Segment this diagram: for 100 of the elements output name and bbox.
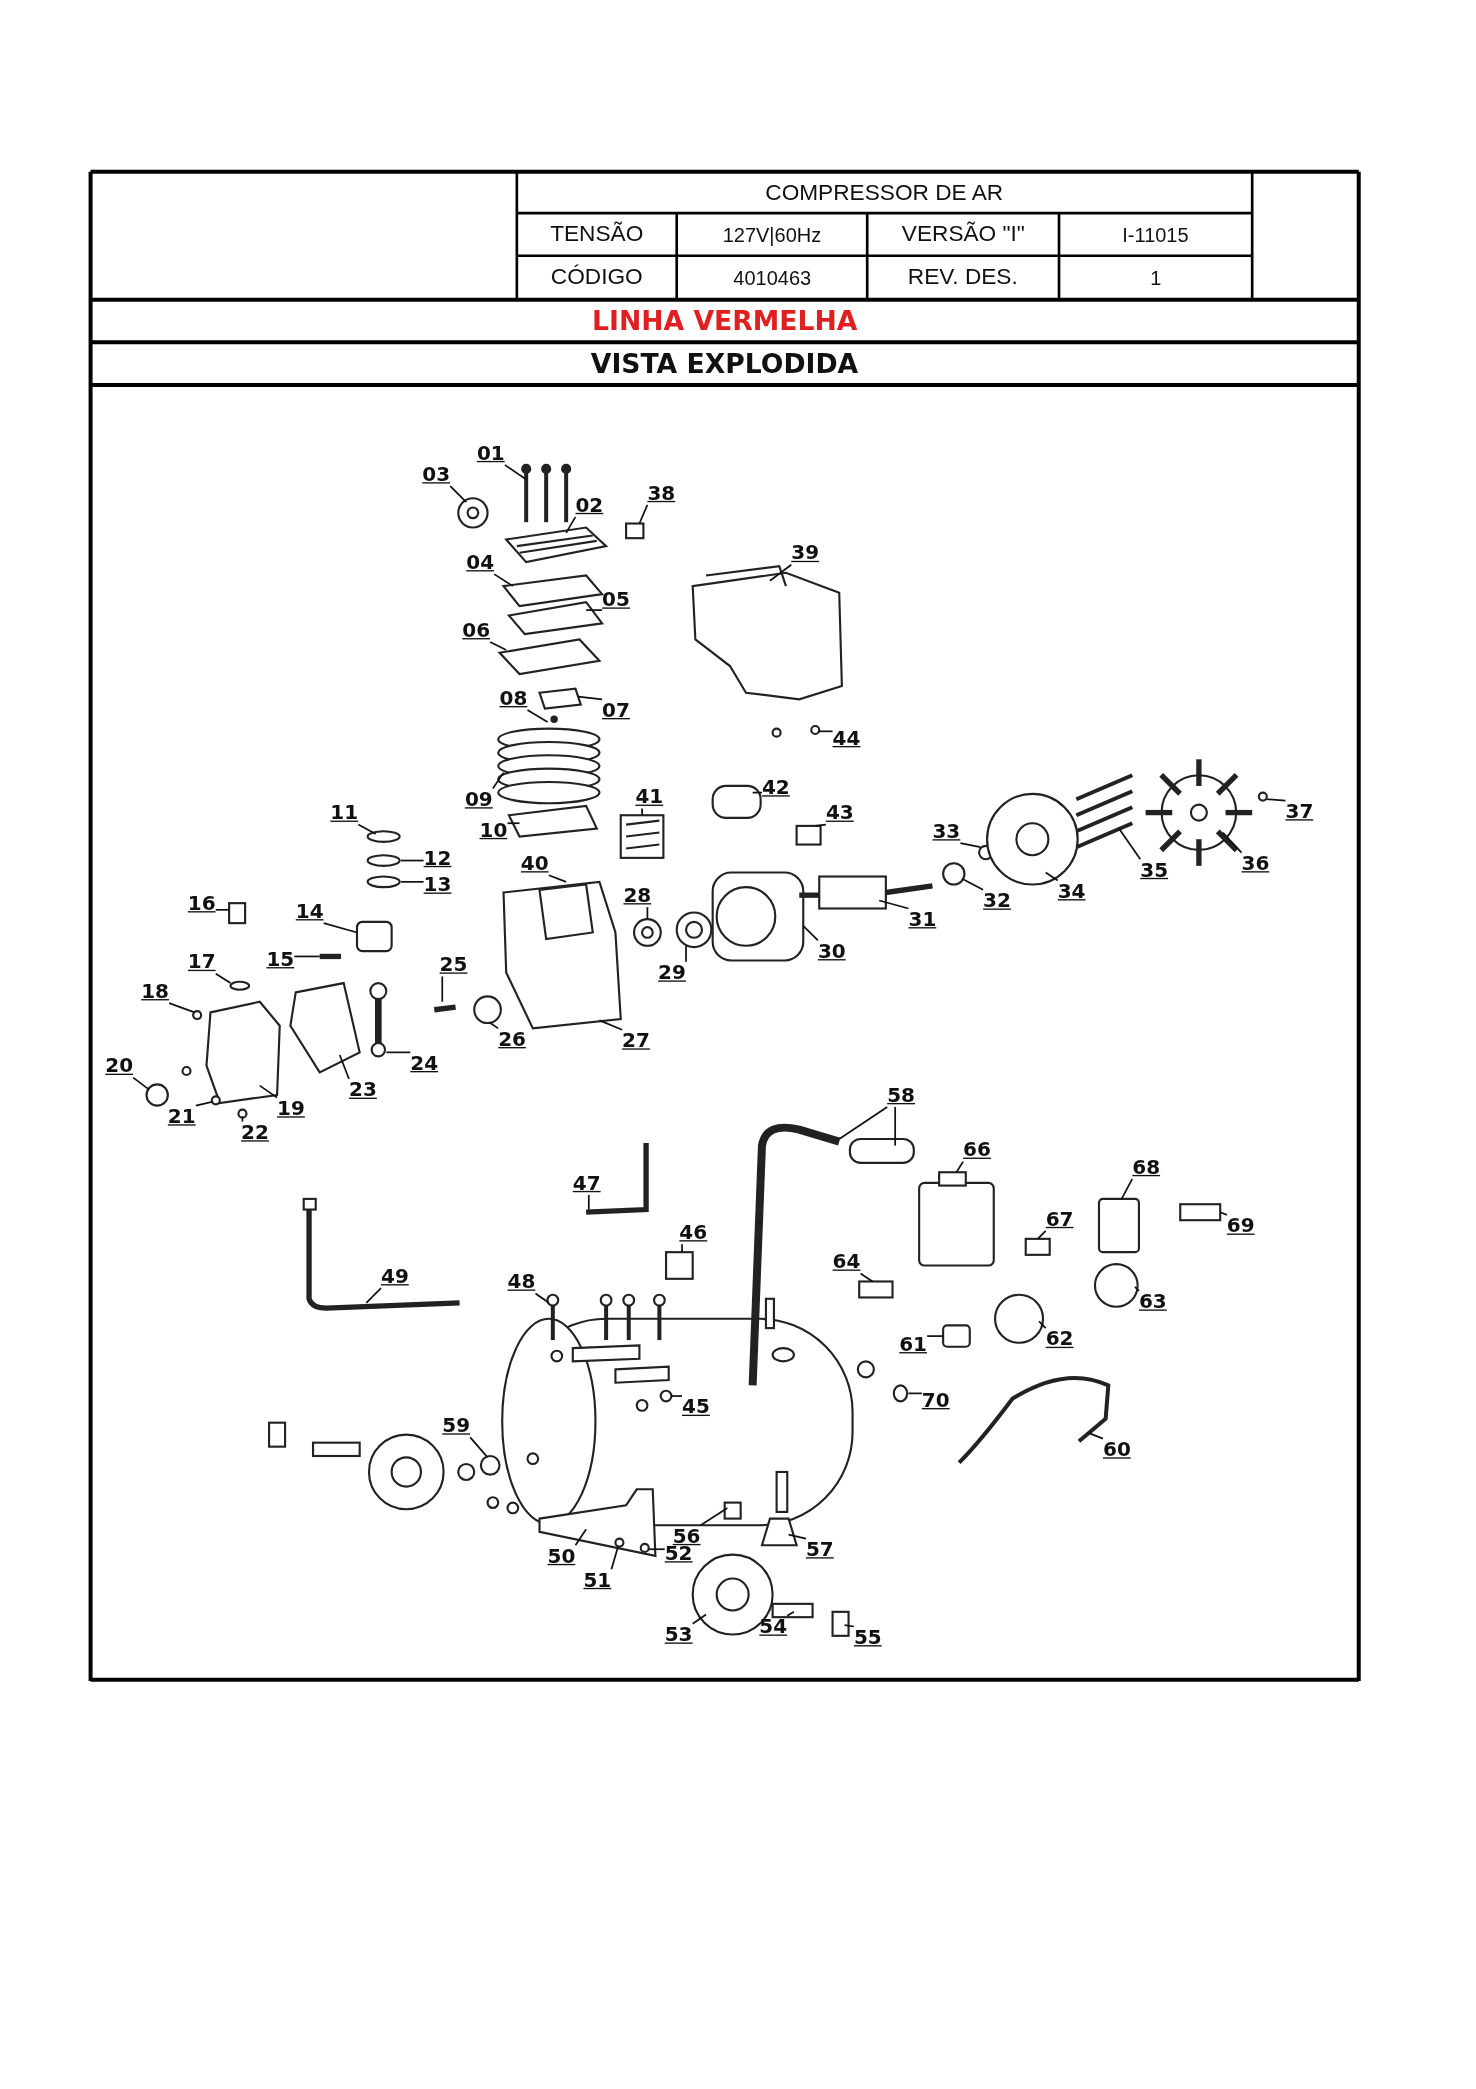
leader-line — [400, 881, 425, 883]
callout-number: 31 — [908, 908, 937, 932]
leader-line — [293, 955, 321, 958]
leader-line — [769, 563, 793, 582]
leader-line — [1222, 831, 1243, 854]
callout-number: 66 — [963, 1138, 991, 1162]
callout-number: 14 — [295, 900, 324, 924]
leader-line — [1038, 1320, 1047, 1329]
callout-number: 20 — [105, 1055, 134, 1078]
leader-line — [577, 695, 603, 701]
leader-line — [814, 823, 827, 827]
leader-line — [449, 485, 468, 504]
callout-number: 68 — [1132, 1156, 1161, 1179]
leader-line — [646, 906, 649, 920]
callout-number: 47 — [572, 1172, 601, 1195]
section-heading: VISTA EXPLODIDA — [590, 347, 859, 380]
callout-number: 32 — [983, 889, 1011, 913]
callout-number: 38 — [647, 482, 676, 505]
callout-number: 06 — [462, 619, 491, 643]
leader-line — [493, 573, 514, 587]
leader-line — [400, 859, 425, 862]
callout-number: 18 — [141, 980, 169, 1004]
callout-number: 55 — [853, 1626, 882, 1650]
callout-number: 01 — [476, 442, 505, 465]
leader-line — [641, 807, 643, 817]
leader-line — [959, 842, 982, 849]
leader-line — [699, 1507, 729, 1527]
field-label: TENSÃO — [550, 221, 644, 248]
leader-line — [962, 878, 984, 891]
callout-number: 19 — [277, 1097, 305, 1121]
leader-line — [751, 791, 763, 794]
field-label: CÓDIGO — [550, 263, 643, 291]
leader-line — [787, 1533, 807, 1540]
leader-line — [357, 823, 377, 835]
callout-number: 22 — [241, 1121, 269, 1145]
section-heading: LINHA VERMELHA — [592, 305, 858, 337]
callout-number: 53 — [664, 1623, 693, 1647]
callout-number: 60 — [1103, 1438, 1131, 1462]
callout-number: 40 — [520, 852, 549, 876]
leader-line — [168, 1002, 196, 1014]
callout-number: 27 — [622, 1029, 650, 1053]
leader-line — [691, 1613, 707, 1625]
callout-number: 61 — [899, 1333, 927, 1357]
leader-line — [574, 1528, 587, 1547]
callout-number: 10 — [479, 819, 508, 842]
leader-line — [894, 1106, 897, 1147]
field-value: 127V|60Hz — [722, 223, 822, 246]
leader-line — [469, 1436, 489, 1459]
callout-number: 43 — [825, 801, 854, 825]
leader-line — [526, 709, 549, 723]
leader-line — [585, 609, 603, 611]
callout-number: 59 — [442, 1414, 471, 1438]
callout-number: 03 — [422, 463, 451, 487]
callout-number: 02 — [575, 494, 604, 517]
callout-number: 08 — [499, 687, 528, 710]
callout-number: 57 — [805, 1538, 834, 1562]
leader-line — [598, 1019, 623, 1031]
callout-number: 09 — [464, 788, 493, 812]
leader-line — [1219, 1211, 1228, 1216]
leader-line — [802, 924, 819, 942]
leader-line — [565, 516, 577, 534]
callout-number: 39 — [791, 542, 820, 565]
leader-line — [322, 922, 358, 934]
callout-number: 48 — [507, 1270, 536, 1294]
leader-line — [547, 874, 567, 883]
callout-number: 12 — [423, 847, 452, 870]
leader-line — [504, 464, 528, 481]
leader-line — [685, 944, 687, 963]
callout-number: 52 — [664, 1542, 693, 1566]
callout-number: 46 — [679, 1221, 708, 1245]
leader-line — [385, 1051, 412, 1054]
leader-line — [786, 1610, 795, 1617]
callout-number: 34 — [1057, 880, 1086, 904]
callout-number: 62 — [1045, 1328, 1074, 1351]
callout-number: 69 — [1226, 1214, 1255, 1238]
leader-line — [492, 771, 505, 790]
leader-line — [441, 975, 444, 1003]
leader-line — [670, 1395, 683, 1397]
callout-number: 07 — [602, 699, 630, 722]
callout-number: 04 — [466, 551, 495, 575]
leader-line — [955, 1160, 964, 1174]
leader-line — [1118, 827, 1142, 861]
callout-number: 25 — [439, 953, 468, 977]
leader-line — [838, 1106, 889, 1140]
leader-line — [534, 1292, 550, 1304]
callout-number: 50 — [547, 1545, 576, 1568]
callout-number: 49 — [381, 1265, 409, 1289]
callout-number: 67 — [1045, 1208, 1074, 1231]
leader-line — [506, 822, 521, 825]
callout-number: 51 — [583, 1569, 612, 1592]
callout-number: 35 — [1140, 859, 1169, 882]
leader-line — [258, 1084, 278, 1099]
callout-number: 33 — [932, 820, 961, 844]
leader-line — [647, 1548, 666, 1551]
leader-line — [489, 641, 508, 651]
callout-number: 15 — [266, 948, 295, 972]
leader-line — [907, 1392, 923, 1395]
callout-number: 13 — [423, 873, 452, 897]
leader-line — [681, 1243, 683, 1254]
leader-line — [241, 1115, 244, 1123]
